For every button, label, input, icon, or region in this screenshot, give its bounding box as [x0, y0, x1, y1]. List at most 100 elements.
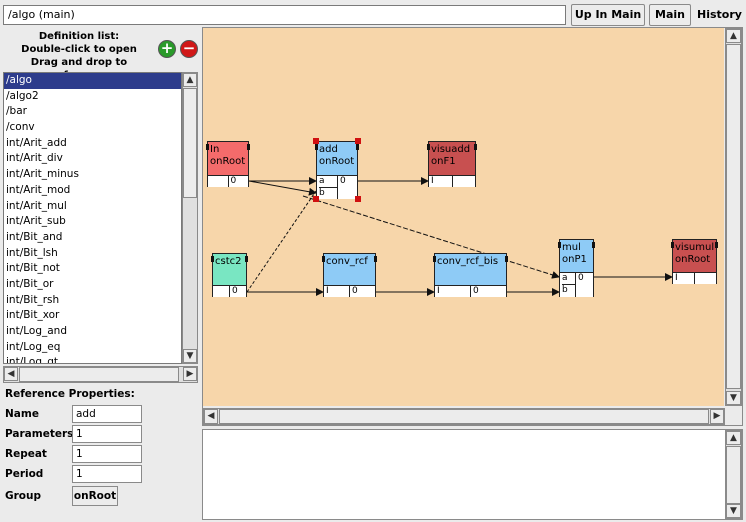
console-vscrollbar[interactable]: ▲ ▼	[725, 430, 742, 519]
scroll-down-icon[interactable]: ▼	[183, 349, 197, 363]
scroll-up-icon[interactable]: ▲	[183, 73, 197, 87]
node-pin-out[interactable]: 0	[578, 273, 584, 283]
add-definition-button[interactable]: +	[158, 40, 176, 58]
period-field[interactable]: 1	[72, 465, 142, 483]
scroll-up-icon[interactable]: ▲	[726, 431, 741, 445]
remove-definition-button[interactable]: −	[180, 40, 198, 58]
node-pin[interactable]	[695, 273, 716, 284]
scroll-thumb[interactable]	[726, 44, 741, 389]
node-pin[interactable]: 0	[352, 286, 358, 296]
scroll-right-icon[interactable]: ▶	[710, 409, 724, 424]
connection-layer	[246, 177, 673, 296]
history-button[interactable]: History	[697, 8, 742, 21]
scroll-thumb[interactable]	[219, 409, 709, 424]
definition-list-item[interactable]: int/Arit_add	[6, 136, 67, 149]
definition-list-item[interactable]: /bar	[6, 105, 27, 118]
main-button[interactable]: Main	[649, 4, 691, 26]
node-group: onRoot	[319, 156, 355, 167]
definition-list-item[interactable]: /conv	[6, 121, 35, 134]
edge-in-to-add-b	[248, 180, 317, 196]
node-title: visuadd	[431, 144, 471, 155]
definition-list-item[interactable]: int/Arit_mul	[6, 199, 67, 212]
parameters-field[interactable]: 1	[72, 425, 142, 443]
node-title: mul	[562, 242, 581, 253]
up-in-main-button[interactable]: Up In Main	[571, 4, 645, 26]
definition-list-vscrollbar[interactable]: ▲ ▼	[182, 72, 198, 364]
node-pin-out[interactable]: 0	[340, 176, 346, 186]
node-pin[interactable]	[208, 176, 229, 187]
node-group: onP1	[562, 254, 587, 265]
node-pin[interactable]: I	[435, 286, 471, 297]
definition-list-item[interactable]: int/Bit_or	[6, 277, 54, 290]
repeat-label: Repeat	[5, 448, 47, 460]
node-pin[interactable]	[453, 176, 476, 187]
node-pin[interactable]: I	[429, 176, 453, 187]
node-pin-a[interactable]: a	[319, 176, 325, 186]
scroll-left-icon[interactable]: ◀	[4, 367, 18, 381]
selection-handle[interactable]	[313, 196, 319, 202]
definition-list-hscrollbar[interactable]: ◀ ▶	[3, 366, 198, 383]
node-pin[interactable]: 0	[232, 286, 238, 296]
definition-list-item[interactable]: int/Arit_mod	[6, 183, 71, 196]
scroll-right-icon[interactable]: ▶	[183, 367, 197, 381]
node-pin[interactable]	[213, 286, 230, 297]
definition-list-item[interactable]: int/Arit_div	[6, 152, 63, 165]
node-pin-b[interactable]: b	[562, 284, 575, 296]
scroll-thumb[interactable]	[19, 367, 179, 382]
plus-icon: +	[160, 39, 174, 57]
node-pin-a[interactable]: a	[562, 273, 568, 283]
selection-handle[interactable]	[313, 138, 319, 144]
definition-list-item[interactable]: int/Bit_not	[6, 262, 60, 275]
definition-list-item[interactable]: int/Arit_minus	[6, 168, 79, 181]
node-pin[interactable]: 0	[473, 286, 479, 296]
definition-list-item[interactable]: int/Bit_xor	[6, 309, 60, 322]
definition-list-item[interactable]: int/Log_gt	[6, 356, 59, 364]
canvas-hscrollbar[interactable]: ◀ ▶	[203, 408, 725, 425]
scroll-thumb[interactable]	[726, 446, 741, 504]
canvas-vscrollbar[interactable]: ▲ ▼	[725, 28, 742, 406]
scroll-thumb[interactable]	[183, 88, 197, 198]
scroll-up-icon[interactable]: ▲	[726, 29, 741, 43]
node-pin-b[interactable]: b	[319, 187, 337, 199]
console-output[interactable]	[202, 429, 743, 520]
name-field[interactable]: add	[72, 405, 142, 423]
reference-properties-title: Reference Properties:	[5, 388, 135, 400]
edge-cstc2-to-add	[246, 190, 317, 293]
node-group: onRoot	[675, 254, 711, 265]
node-pin[interactable]: I	[324, 286, 350, 297]
scroll-down-icon[interactable]: ▼	[726, 391, 741, 405]
node-cstc2[interactable]: cstc2 0	[211, 253, 248, 297]
selection-handle[interactable]	[355, 196, 361, 202]
node-pin[interactable]: I	[673, 273, 695, 284]
node-pin[interactable]: 0	[230, 176, 237, 186]
definition-list[interactable]: /algo/algo2/bar/conv int/Arit_add int/Arit…	[3, 72, 182, 364]
node-title: conv_rcf_bis	[437, 256, 499, 267]
definition-list-item[interactable]: int/Bit_and	[6, 230, 63, 243]
name-label: Name	[5, 408, 39, 420]
definition-list-item[interactable]: int/Arit_sub	[6, 215, 66, 228]
definition-list-item[interactable]: int/Log_and	[6, 325, 67, 337]
definition-list-hint-open: Double-click to open	[21, 44, 137, 55]
scroll-down-icon[interactable]: ▼	[726, 504, 741, 518]
group-button[interactable]: onRoot	[72, 486, 118, 506]
repeat-field[interactable]: 1	[72, 445, 142, 463]
definition-path-field[interactable]: /algo (main)	[3, 5, 566, 25]
definition-list-item[interactable]: int/Bit_rsh	[6, 293, 60, 306]
definition-list-item[interactable]: /algo	[4, 73, 181, 89]
definition-list-item[interactable]: int/Log_eq	[6, 340, 61, 353]
parameters-label: Parameters	[5, 428, 74, 440]
scroll-left-icon[interactable]: ◀	[204, 409, 218, 424]
node-title: In	[210, 144, 220, 155]
minus-icon: −	[182, 39, 196, 57]
definition-list-item[interactable]: /algo2	[6, 89, 39, 102]
definition-list-item[interactable]: int/Bit_lsh	[6, 246, 58, 259]
selection-handle[interactable]	[355, 138, 361, 144]
